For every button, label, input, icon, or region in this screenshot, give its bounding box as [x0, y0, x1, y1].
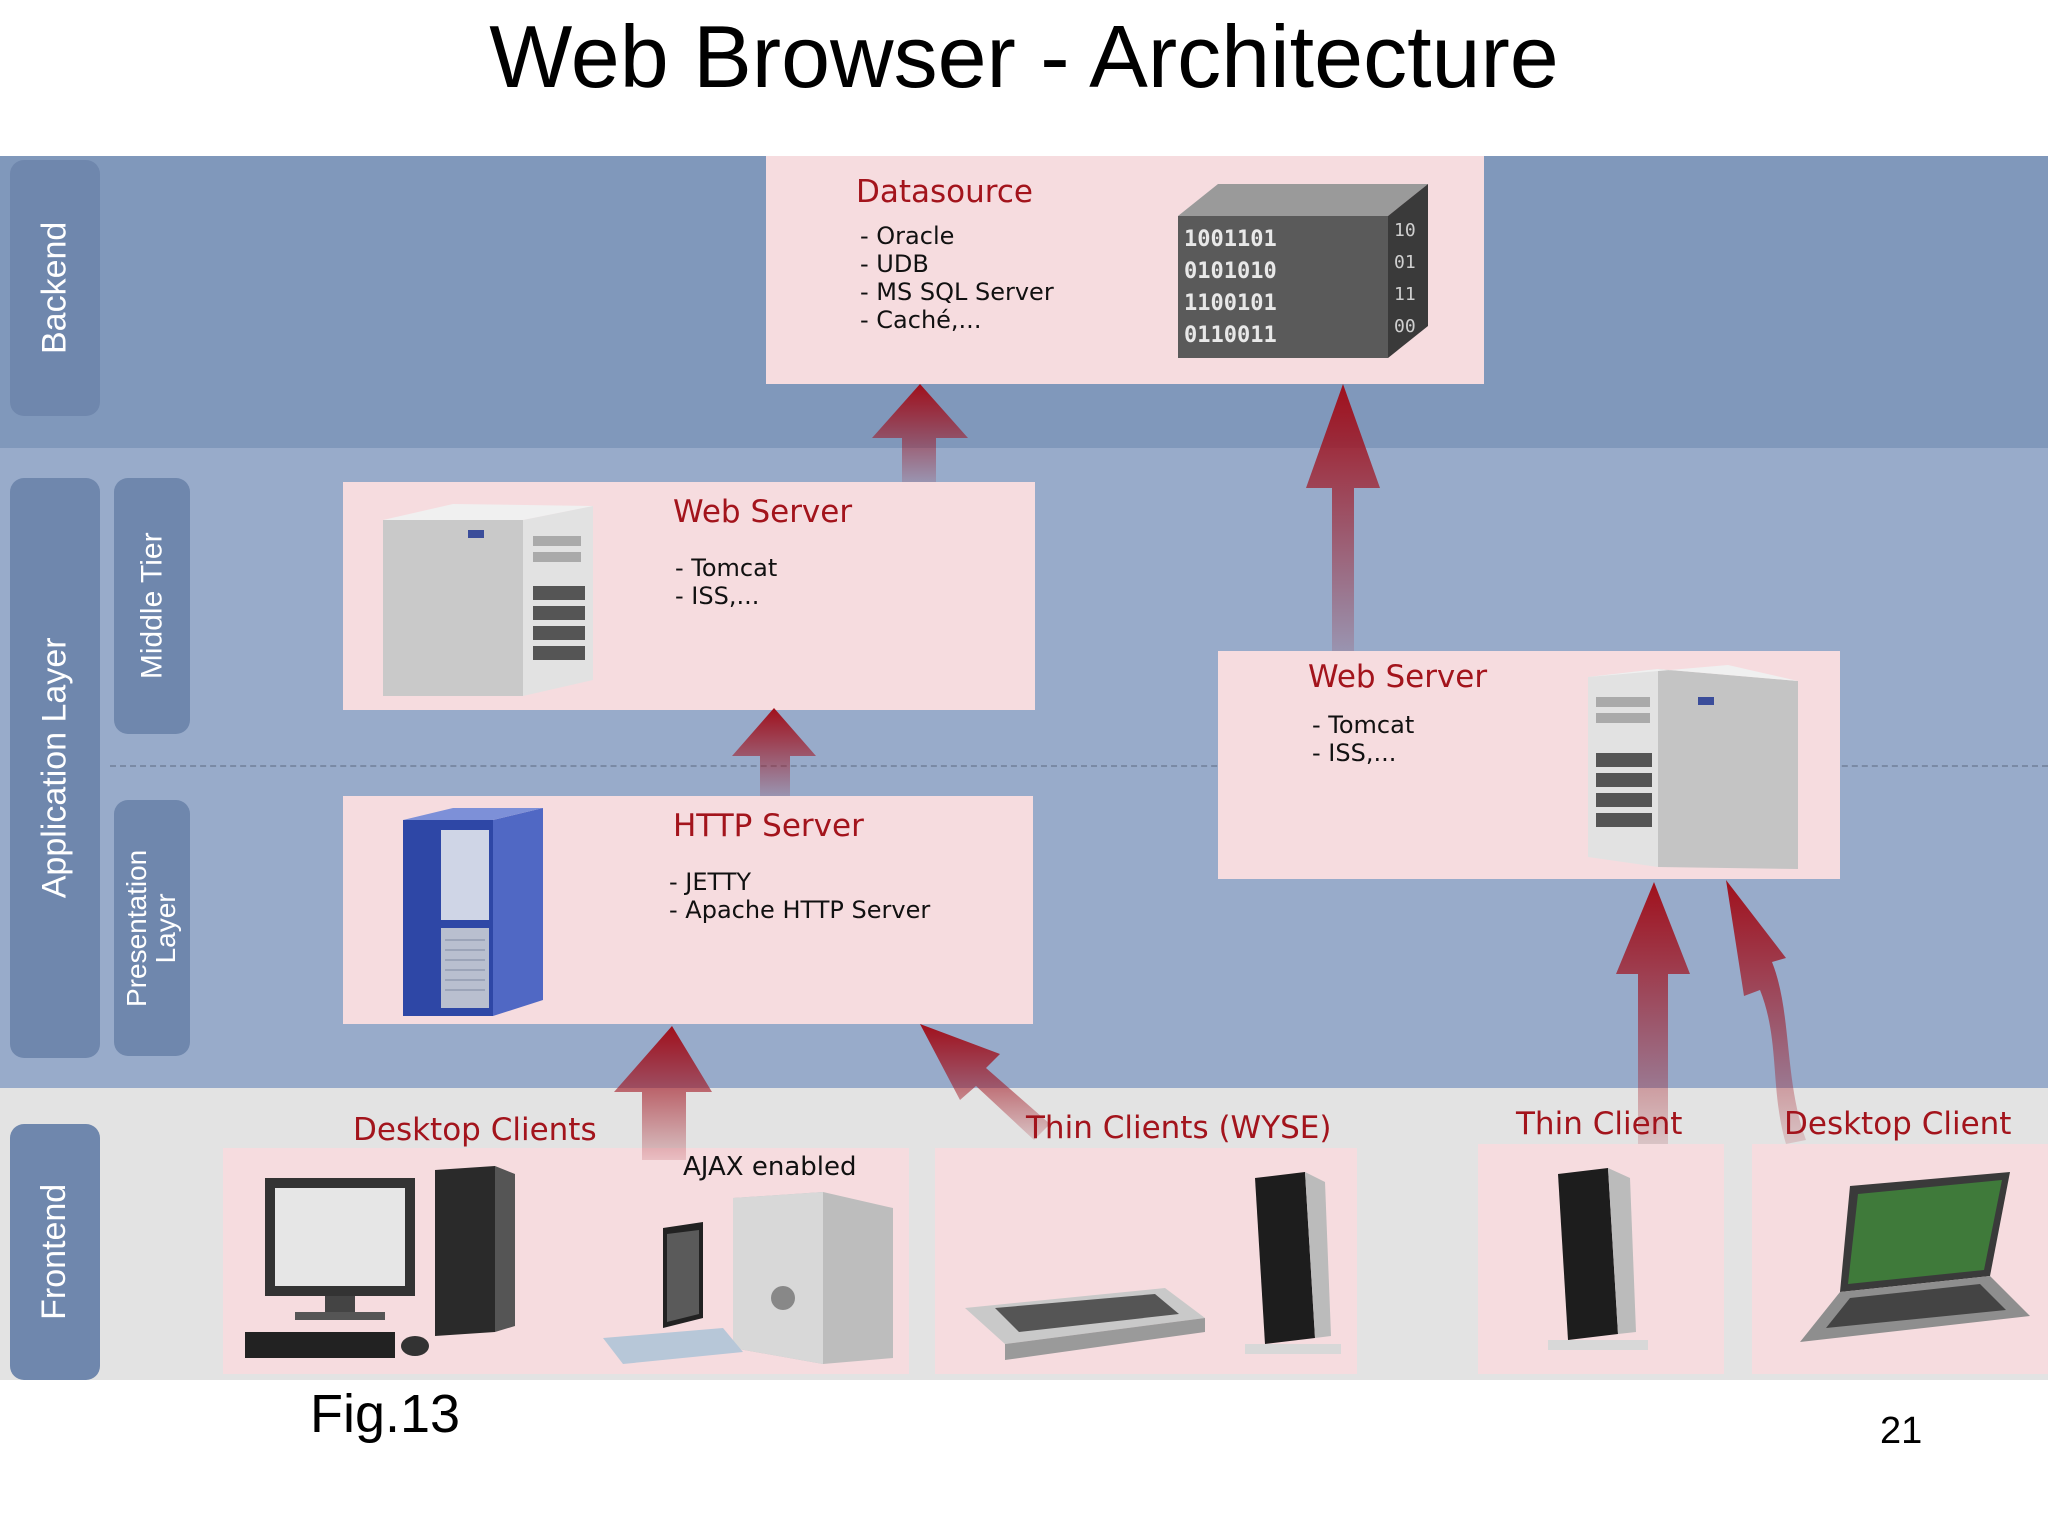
- tower-server-icon: [383, 504, 593, 696]
- desktop-client-label: Desktop Client: [1784, 1106, 2012, 1142]
- http-server-list: - JETTY - Apache HTTP Server: [669, 868, 930, 924]
- svg-text:01: 01: [1394, 252, 1416, 273]
- web-server-left-list: - Tomcat - ISS,...: [675, 554, 777, 610]
- page-title: Web Browser - Architecture: [489, 7, 1559, 106]
- arrow-desktop-client-to-webserver: [1726, 880, 1806, 1144]
- desktop-pc-icon: [245, 1166, 515, 1358]
- database-cube-icon: 1001101 0101010 1100101 0110011 10 01 11…: [1178, 184, 1428, 358]
- ajax-pc-icon: [603, 1192, 893, 1364]
- web-server-right-box: Web Server - Tomcat - ISS,...: [1218, 651, 1840, 879]
- figure-label: Fig.13: [310, 1384, 461, 1444]
- thin-clients-wyse-label: Thin Clients (WYSE): [1026, 1110, 1332, 1146]
- tower-server-icon: [1588, 665, 1798, 869]
- web-server-right-title: Web Server: [1308, 659, 1488, 695]
- datasource-item: - UDB: [860, 250, 929, 278]
- arrow-thin-client-to-webserver: [1616, 882, 1690, 1144]
- presentation-layer-label: Presentation Layer: [114, 800, 190, 1056]
- web-server-right-item: - Tomcat: [1312, 711, 1415, 739]
- http-server-box: HTTP Server - JETTY - Apache HTTP Server: [343, 796, 1033, 1024]
- arrow-webserver-to-datasource: [872, 384, 968, 482]
- datasource-item: - Caché,...: [860, 306, 982, 334]
- arrow-desktop-to-http: [614, 1026, 712, 1160]
- backend-layer-label: Backend: [10, 160, 100, 416]
- svg-text:1100101: 1100101: [1184, 291, 1277, 316]
- web-server-right-item: - ISS,...: [1312, 739, 1397, 767]
- svg-text:00: 00: [1394, 316, 1416, 337]
- blue-server-icon: [403, 808, 543, 1016]
- web-server-left-item: - ISS,...: [675, 582, 760, 610]
- web-server-left-box: Web Server - Tomcat - ISS,...: [343, 482, 1035, 710]
- ajax-label: AJAX enabled: [683, 1152, 857, 1182]
- svg-text:0110011: 0110011: [1184, 323, 1277, 348]
- svg-text:1001101: 1001101: [1184, 227, 1277, 252]
- svg-text:0101010: 0101010: [1184, 259, 1277, 284]
- thin-client-device-icon: [965, 1172, 1341, 1360]
- arrow-http-to-webserver: [732, 708, 816, 796]
- desktop-clients-box: AJAX enabled: [223, 1148, 909, 1374]
- http-server-item: - Apache HTTP Server: [669, 896, 931, 924]
- page-number: 21: [1880, 1410, 1923, 1452]
- arrow-right-webserver-to-datasource: [1306, 384, 1380, 651]
- thin-clients-box: [935, 1148, 1357, 1374]
- datasource-item: - Oracle: [860, 222, 955, 250]
- datasource-list: - Oracle - UDB - MS SQL Server - Caché,.…: [860, 222, 1054, 334]
- svg-text:11: 11: [1394, 284, 1416, 305]
- desktop-clients-label: Desktop Clients: [353, 1112, 597, 1148]
- thin-client-tower-icon: [1548, 1168, 1648, 1350]
- web-server-left-item: - Tomcat: [675, 554, 778, 582]
- datasource-item: - MS SQL Server: [860, 278, 1054, 306]
- web-server-right-list: - Tomcat - ISS,...: [1312, 711, 1414, 767]
- svg-text:10: 10: [1394, 220, 1416, 241]
- web-server-left-title: Web Server: [673, 494, 853, 530]
- datasource-title: Datasource: [856, 174, 1033, 210]
- laptop-icon: [1800, 1172, 2030, 1342]
- thin-client-box: [1478, 1144, 1724, 1374]
- arrow-thin-clients-to-http: [920, 1024, 1050, 1140]
- http-server-item: - JETTY: [669, 868, 752, 896]
- application-layer-label: Application Layer: [10, 478, 100, 1058]
- frontend-layer-label: Frontend: [10, 1124, 100, 1380]
- datasource-box: Datasource - Oracle - UDB - MS SQL Serve…: [766, 156, 1484, 384]
- http-server-title: HTTP Server: [673, 808, 864, 844]
- middle-tier-label: Middle Tier: [114, 478, 190, 734]
- desktop-client-box: [1752, 1144, 2048, 1374]
- tier-divider: [110, 765, 2048, 767]
